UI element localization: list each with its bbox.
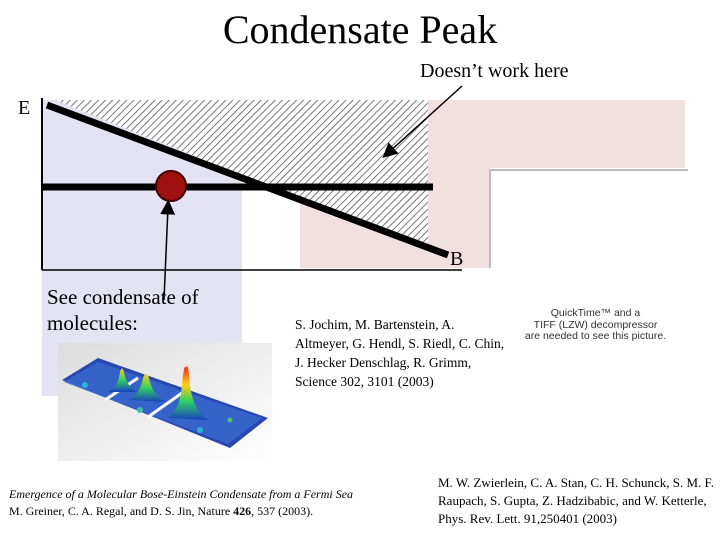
doesnt-work-arrow: [382, 85, 463, 159]
reference-greiner-citation: M. Greiner, C. A. Regal, and D. S. Jin, …: [9, 503, 429, 520]
see-condensate-arrow: [160, 199, 176, 301]
field-axis-label: B: [450, 248, 464, 270]
reference-zwierlein: M. W. Zwierlein, C. A. Stan, C. H. Schun…: [438, 475, 714, 527]
condensate-density-plot: [58, 343, 272, 461]
reference-greiner-volume: 426: [233, 504, 252, 519]
quicktime-line-2: TIFF (LZW) decompressor: [533, 318, 658, 331]
reference-greiner-pages: , 537 (2003).: [251, 504, 314, 519]
reference-greiner: Emergence of a Molecular Bose-Einstein C…: [9, 486, 429, 521]
quicktime-line-3: are needed to see this picture.: [524, 330, 667, 343]
energy-axis-label: E: [18, 97, 31, 119]
doesnt-work-note: Doesn’t work here: [420, 60, 569, 82]
condensate-dot: [155, 170, 187, 202]
reference-greiner-authors: M. Greiner, C. A. Regal, and D. S. Jin, …: [9, 504, 234, 519]
see-condensate-text: See condensate of molecules:: [47, 285, 199, 336]
reference-jochim: S. Jochim, M. Bartenstein, A. Altmeyer, …: [295, 317, 505, 389]
reference-greiner-title: Emergence of a Molecular Bose-Einstein C…: [9, 487, 354, 501]
quicktime-placeholder: QuickTime™ and a TIFF (LZW) decompressor…: [508, 307, 683, 343]
page-title: Condensate Peak: [222, 7, 498, 52]
step-outline: [489, 169, 688, 268]
quicktime-line-1: QuickTime™ and a: [550, 307, 641, 319]
energy-line: [45, 101, 450, 259]
